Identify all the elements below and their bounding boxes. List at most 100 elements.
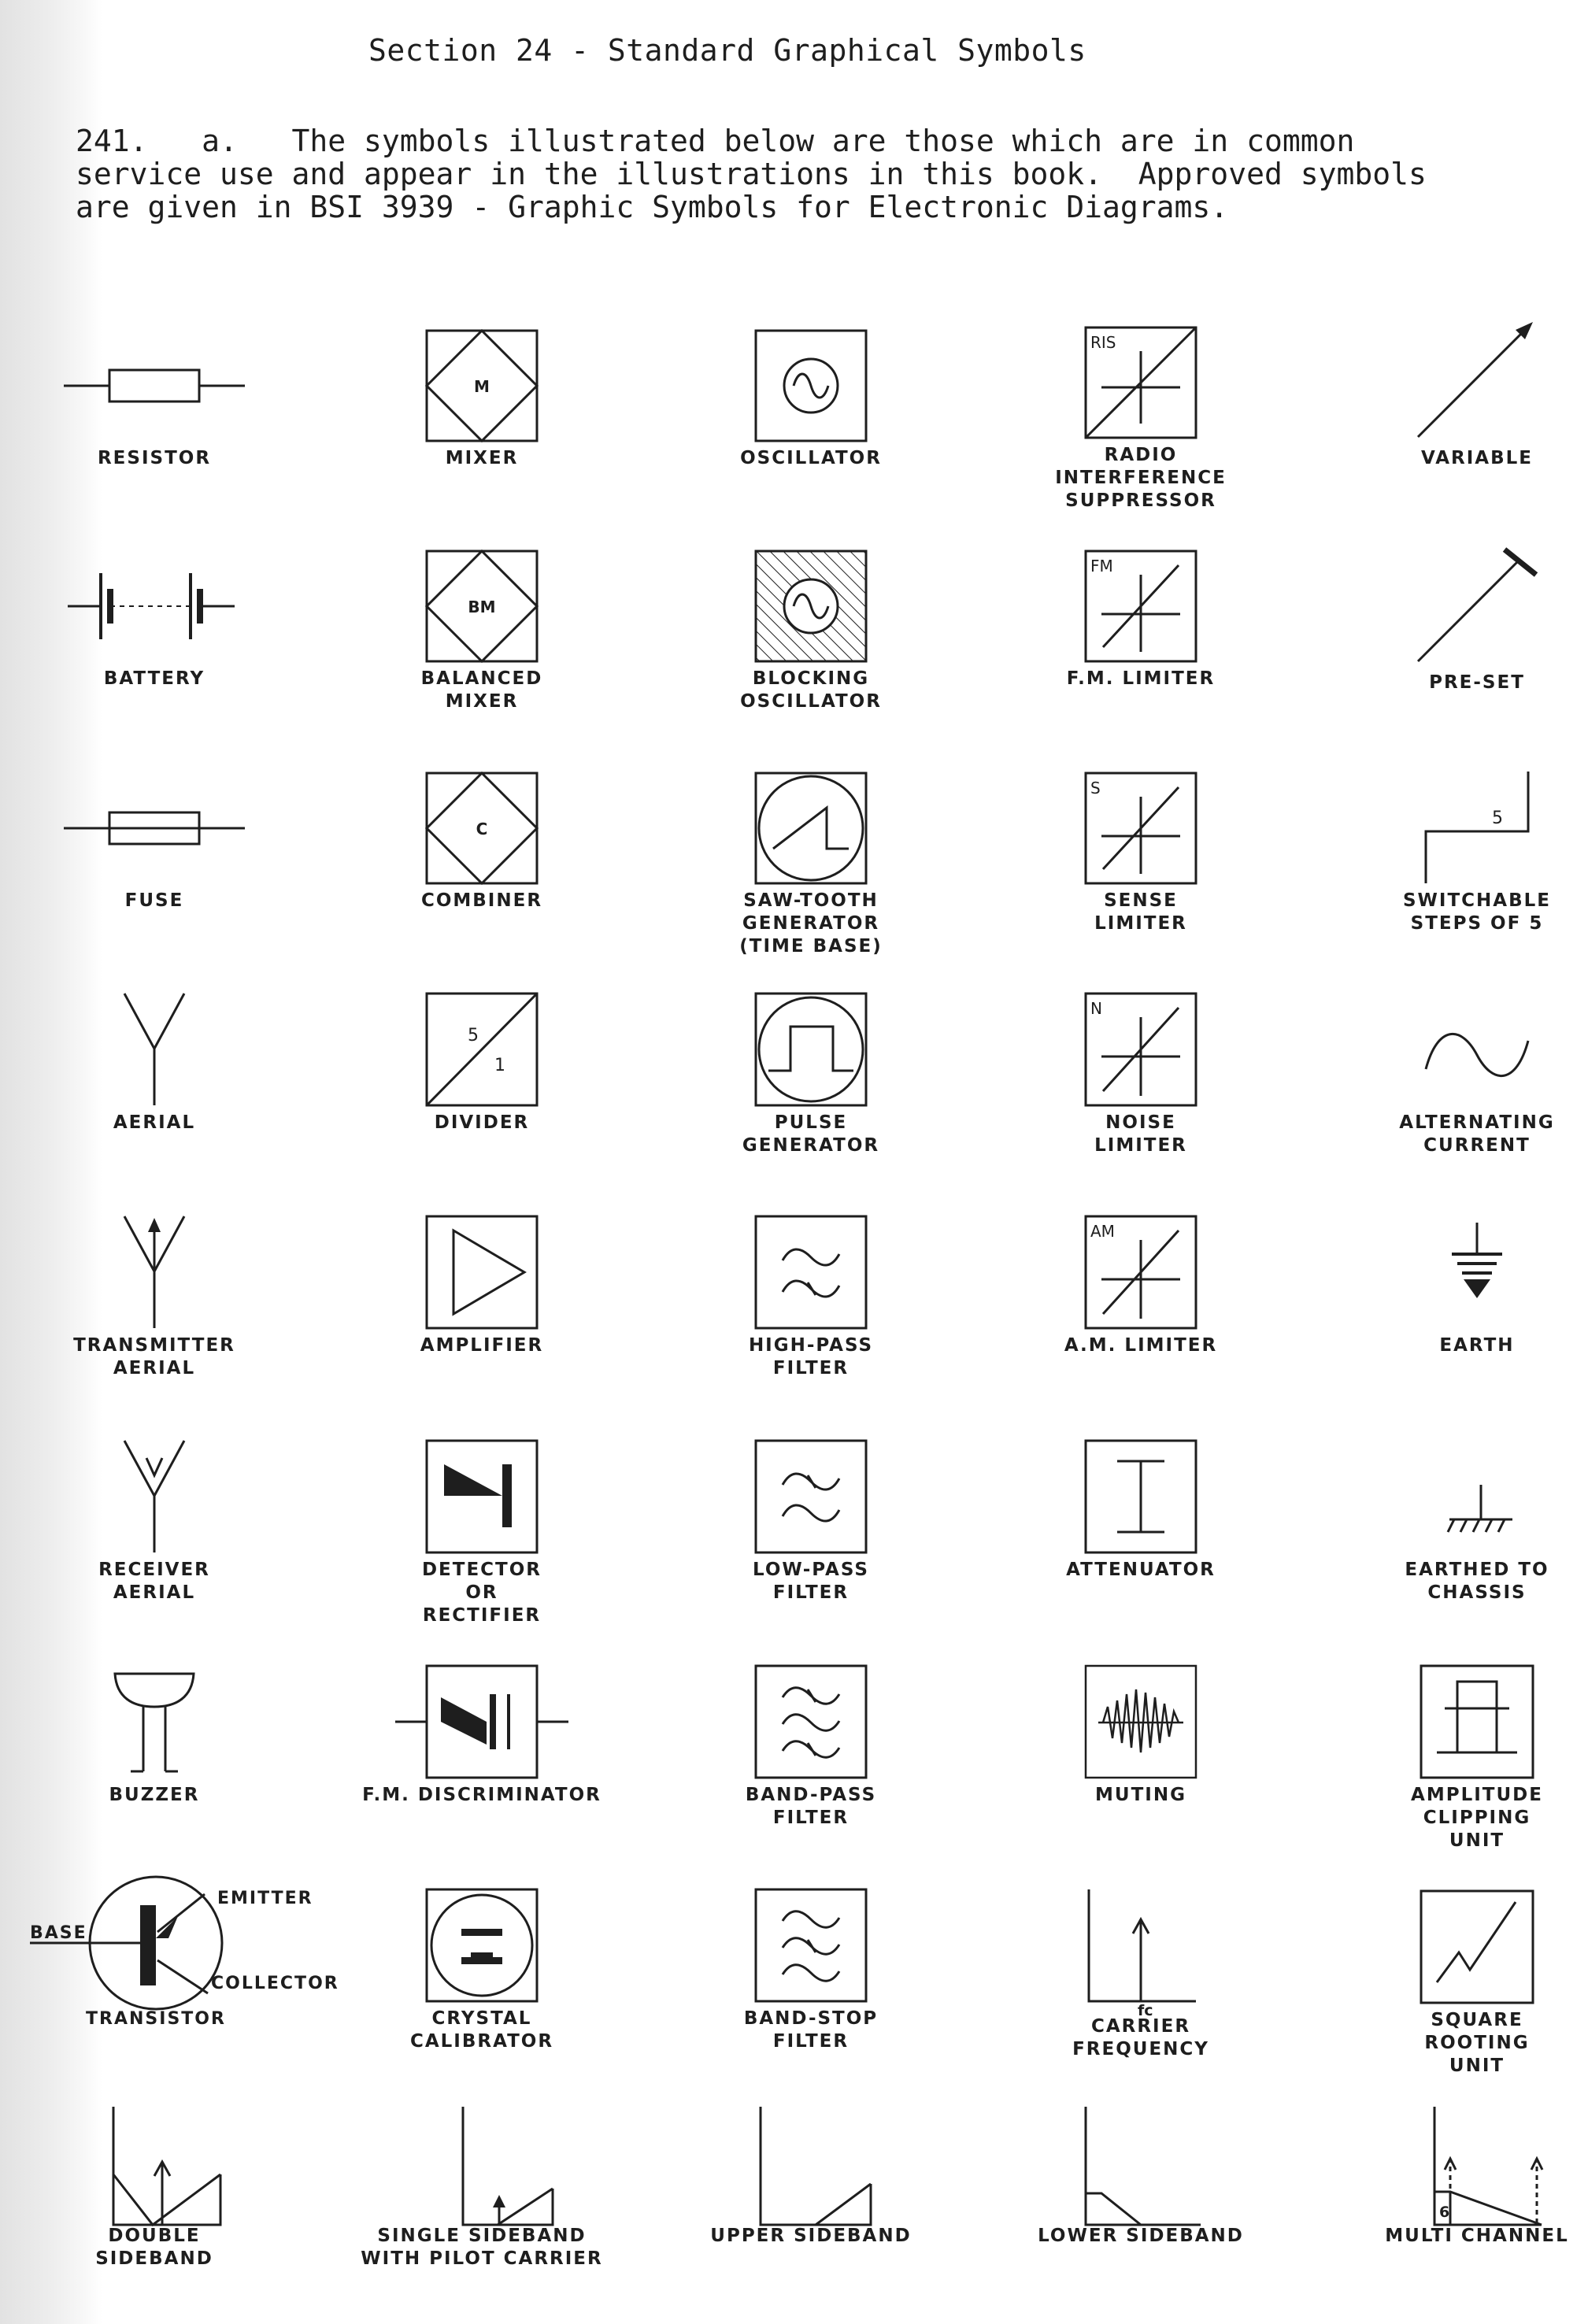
label-line: FILTER [772,2031,850,2052]
label-line: COMBINER [420,890,543,911]
label-line: AERIAL [113,1112,196,1133]
ris-letters: RIS [1090,333,1116,352]
balanced-mixer-icon: BM [427,551,537,661]
label-line: DETECTOR [421,1560,542,1580]
symbol-blocking-oscillator: BLOCKING OSCILLATOR [677,551,945,713]
symbol-muting: MUTING [1007,1666,1275,1807]
oscillator-icon [756,331,866,441]
label-line: DOUBLE [108,2226,201,2246]
pre-set-icon [1418,543,1536,665]
label-line: BAND-PASS [745,1785,877,1805]
symbol-fuse: FUSE [20,773,288,912]
upper-sideband-icon [740,2107,882,2225]
label-line: RADIO [1104,445,1178,465]
transistor-collector-label: COLLECTOR [211,1974,339,1993]
label-line: UNIT [1449,2056,1505,2076]
label-line: SAW-TOOTH [743,890,879,911]
detector-icon [427,1441,537,1552]
symbol-pulse-generator: PULSE GENERATOR [677,994,945,1157]
label-line: LIMITER [1094,1135,1187,1156]
ris-icon: RIS [1086,328,1196,438]
label-line: LOW-PASS [753,1560,869,1580]
earth-icon [1418,1216,1536,1298]
label-line: HIGH-PASS [748,1335,874,1356]
label-line: FREQUENCY [1072,2039,1209,2059]
symbol-noise-limiter: N NOISE LIMITER [1007,994,1275,1157]
label-line: MUTING [1095,1785,1186,1805]
symbol-variable: VARIABLE [1343,319,1588,470]
transistor-icon: EMITTER BASE COLLECTOR TRANSISTOR [30,1875,338,2029]
combiner-letter: C [476,820,488,838]
symbol-transistor: EMITTER BASE COLLECTOR TRANSISTOR [30,1875,338,2029]
label-line: EARTHED TO [1405,1560,1549,1580]
label-line: SIDEBAND [95,2248,213,2269]
buzzer-icon [107,1666,202,1778]
label-line: STEPS OF 5 [1410,913,1544,934]
noise-letter: N [1090,999,1102,1018]
symbol-band-pass-filter: BAND-PASS FILTER [677,1666,945,1830]
symbol-sense-limiter: S SENSE LIMITER [1007,773,1275,935]
receiver-aerial-icon [123,1441,186,1552]
label-line: LIMITER [1094,913,1187,934]
band-pass-filter-icon [756,1666,866,1778]
amplitude-clipping-icon [1421,1666,1533,1778]
symbol-saw-tooth-generator: SAW-TOOTH GENERATOR (TIME BASE) [677,773,945,958]
label-line: ALTERNATING [1399,1112,1555,1133]
label-line: MIXER [445,448,519,468]
label-line: AERIAL [113,1582,196,1603]
label-line: AMPLIFIER [420,1335,544,1356]
variable-arrow-icon [1418,322,1533,441]
multi-channel-number: 6 [1439,2204,1449,2221]
symbol-switchable-steps: 5 SWITCHABLE STEPS OF 5 [1343,772,1588,935]
symbol-band-stop-filter: BAND-STOP FILTER [677,1889,945,2053]
label-line: DIVIDER [434,1112,530,1133]
divider-numerator: 5 [468,1026,479,1045]
pulse-generator-icon [756,994,866,1105]
scan-shading [0,0,102,2324]
label-line: INTERFERENCE [1055,468,1227,488]
label-line: BUZZER [109,1785,200,1805]
symbol-receiver-aerial: RECEIVER AERIAL [20,1441,288,1604]
noise-limiter-icon: N [1086,994,1196,1105]
label-line: BALANCED [420,668,543,689]
label-line: CARRIER [1090,2016,1191,2037]
symbol-aerial: AERIAL [20,994,288,1134]
label-line: CALIBRATOR [409,2031,554,2052]
sense-limiter-icon: S [1086,773,1196,883]
label-line: RECEIVER [98,1560,210,1580]
symbol-combiner: C COMBINER [348,773,616,912]
label-line: SQUARE [1431,2010,1523,2030]
label-line: TRANSMITTER [73,1335,235,1356]
symbol-double-sideband: DOUBLE SIDEBAND [20,2107,288,2270]
label-line: OSCILLATOR [740,448,882,468]
symbol-attenuator: ATTENUATOR [1007,1441,1275,1582]
label-line: AMPLITUDE [1411,1785,1543,1805]
label-line: SENSE [1104,890,1178,911]
symbol-upper-sideband: UPPER SIDEBAND [677,2107,945,2248]
symbol-alternating-current: ALTERNATING CURRENT [1343,994,1588,1157]
transistor-emitter-label: EMITTER [217,1889,313,1908]
fm-discriminator-icon [395,1666,568,1778]
label-line: OR [465,1582,498,1603]
label-line: NOISE [1105,1112,1176,1133]
label-line: TRANSISTOR [86,2009,226,2029]
fuse-icon [64,773,245,883]
label-line: EARTH [1439,1335,1515,1356]
aerial-icon [123,994,186,1105]
symbol-oscillator: OSCILLATOR [677,331,945,470]
symbol-single-sideband-pilot: SINGLE SIDEBAND WITH PILOT CARRIER [348,2107,616,2270]
transistor-base-label: BASE [30,1923,87,1943]
label-line: A.M. LIMITER [1064,1335,1218,1356]
symbol-battery: BATTERY [20,551,288,690]
divider-icon: 5 1 [427,994,537,1105]
combiner-icon: C [427,773,537,883]
resistor-icon [64,331,245,441]
symbol-earthed-to-chassis: EARTHED TO CHASSIS [1343,1441,1588,1604]
symbol-fm-limiter: FM F.M. LIMITER [1007,551,1275,690]
label-line: RECTIFIER [422,1605,542,1626]
label-line: RESISTOR [97,448,212,468]
symbol-earth: EARTH [1343,1216,1588,1357]
divider-denominator: 1 [494,1056,505,1075]
label-line: CHASSIS [1427,1582,1527,1603]
crystal-calibrator-icon [427,1889,537,2001]
